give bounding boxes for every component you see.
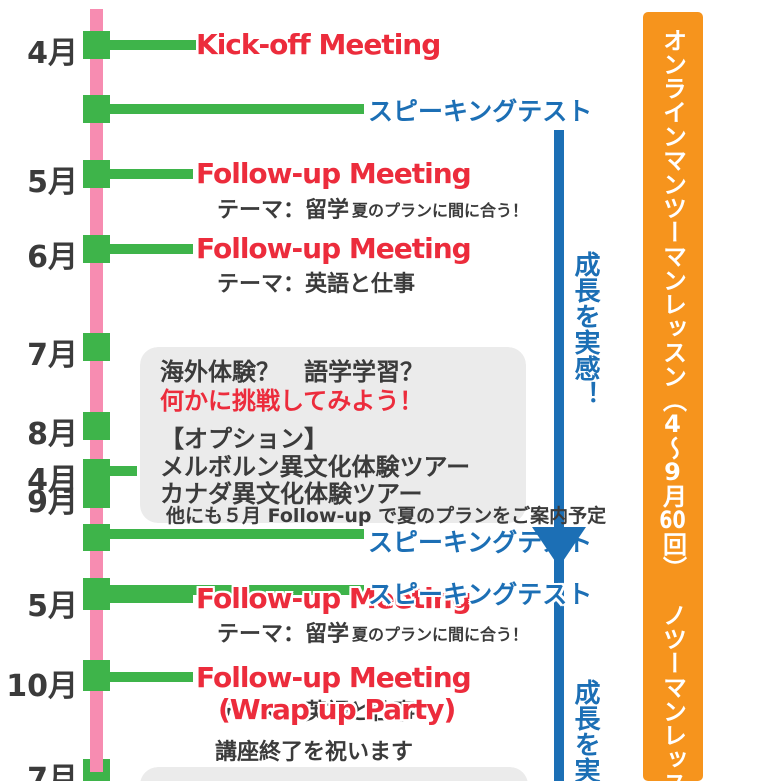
event-followup-may: Follow-up Meeting [196, 157, 472, 190]
theme-june: テーマ：英語と仕事 [217, 272, 416, 297]
month-label-july: 7月 [27, 338, 78, 373]
option-box-option-header: 【オプション】 [160, 425, 328, 453]
event-kickoff: Kick-off Meeting [196, 28, 441, 61]
banner-to-digit: 9 [664, 460, 681, 484]
connector-april-2 [107, 466, 140, 476]
theme-may-2-note: 夏のプランに間に合う！ [352, 625, 529, 644]
theme-may-2: テーマ：留学 [217, 622, 350, 647]
timeline-node-may-2 [83, 578, 110, 610]
banner-tilde: 〜 [658, 436, 687, 460]
growth-arrow-icon [532, 527, 586, 567]
timeline-axis-line [90, 9, 103, 772]
month-label-october: 10月 [6, 669, 78, 704]
banner-from-digit: 4 [664, 412, 681, 436]
option-box-melbourne-tour: メルボルン異文化体験ツアー [160, 453, 471, 481]
month-label-may-2: 5月 [27, 589, 78, 624]
option-box-canada-tour: カナダ異文化体験ツアー [160, 480, 423, 508]
event-followup-june: Follow-up Meeting [196, 232, 472, 265]
timeline-node-april-2 [83, 459, 110, 479]
theme-may-note: 夏のプランに間に合う！ [352, 201, 529, 220]
connector-may [107, 169, 193, 179]
lesson-banner: オンラインマンツーマンレッスン（4〜9月60回） ノツーマンレッス [643, 12, 703, 781]
connector-speaking-2 [107, 529, 364, 539]
banner-count-suffix: 回） [658, 532, 687, 580]
lesson-banner-title: オンラインマンツーマンレッスン（4〜9月60回） [656, 28, 691, 580]
connector-june [107, 244, 193, 254]
month-label-september: 9月 [27, 485, 78, 520]
connector-may-2 [107, 593, 193, 603]
option-box-challenge: 何かに挑戦してみよう！ [160, 387, 424, 415]
growth-label: 成長を実感！ [570, 251, 600, 407]
growth-line [554, 130, 564, 781]
growth-label-2: 成長を実感！ [570, 679, 600, 781]
option-box-note: 他にも５月 Follow-up で夏のプランをご案内予定 [166, 505, 607, 527]
option-box-question: 海外体験？ 語学学習？ [160, 358, 424, 386]
banner-lesson-count: 60 [659, 508, 686, 532]
event-followup-october: Follow-up Meeting [196, 661, 472, 694]
timeline-node-speaking-2 [83, 524, 110, 551]
timeline-node-september [83, 478, 110, 508]
timeline-axis-overlay [90, 735, 103, 772]
banner-title-text: オンラインマンツーマンレッスン（ [658, 28, 687, 412]
timeline-node-speaking [83, 95, 110, 123]
event-speaking-test-3: スピーキングテスト [368, 580, 593, 609]
connector-april [107, 40, 196, 50]
timeline-node-august [83, 412, 110, 440]
event-followup-may-2: Follow-up Meeting [196, 582, 472, 615]
month-label-april: 4月 [27, 36, 78, 71]
banner-month-suffix: 月 [658, 484, 687, 508]
timeline-node-october [83, 660, 110, 691]
timeline-node-april [83, 31, 110, 59]
option-box-2 [137, 764, 531, 781]
lesson-banner-overflow: ノツーマンレッス [658, 603, 687, 781]
connector-october [107, 672, 193, 682]
option-box [137, 344, 529, 526]
month-label-june: 6月 [27, 240, 78, 275]
theme-may: テーマ：留学 [217, 198, 350, 223]
wrapup-note: 講座終了を祝います [215, 740, 414, 765]
month-label-april-2: 4月 [27, 463, 78, 498]
event-wrapup-party: (Wrap up Party) [218, 693, 456, 726]
event-speaking-test: スピーキングテスト [368, 97, 593, 126]
month-label-may: 5月 [27, 165, 78, 200]
month-label-august: 8月 [27, 417, 78, 452]
theme-june-ghost: テーマ：英語と仕事 [217, 700, 416, 725]
month-label-july-2: 7月 [27, 762, 78, 781]
timeline-node-may [83, 160, 110, 188]
connector-speaking [107, 104, 364, 114]
timeline-node-july [83, 333, 110, 361]
connector-speaking-3 [107, 585, 364, 595]
timeline-node-june [83, 235, 110, 263]
